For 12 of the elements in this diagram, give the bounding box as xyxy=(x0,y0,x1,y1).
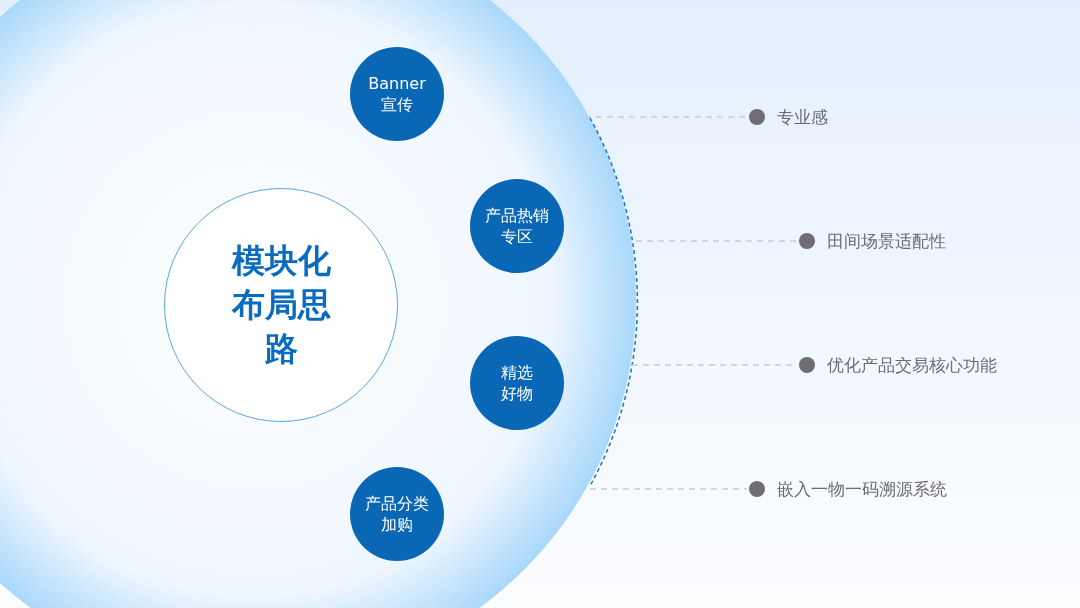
module-label: 产品热销专区 xyxy=(484,205,550,247)
module-label: 产品分类加购 xyxy=(364,493,430,535)
feature-text: 专业感 xyxy=(777,105,828,129)
dashed-connector xyxy=(584,116,748,118)
module-label: Banner 宣传 xyxy=(367,73,427,115)
topic-title: 模块化布局思路 xyxy=(230,240,332,370)
module-label: 精选好物 xyxy=(500,362,534,404)
feature-text: 田间场景适配性 xyxy=(827,229,946,253)
feature-text: 优化产品交易核心功能 xyxy=(827,353,997,377)
dashed-connector xyxy=(635,240,798,242)
feature-text: 嵌入一物一码溯源系统 xyxy=(777,477,947,501)
dashed-connector xyxy=(589,488,748,490)
